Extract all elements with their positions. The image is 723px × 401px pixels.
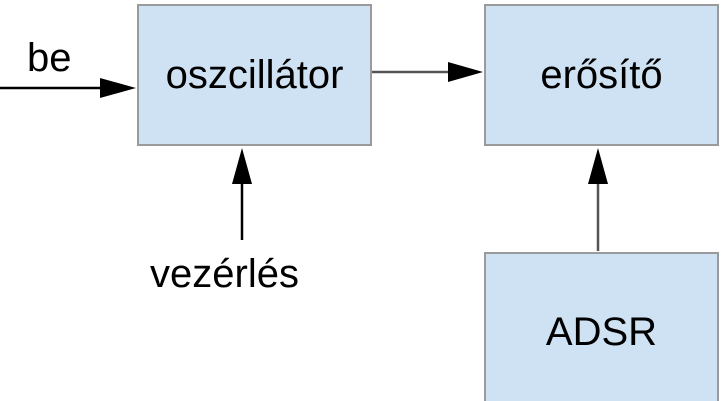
adsr-label: ADSR (545, 310, 658, 354)
adsr-block: ADSR (484, 252, 719, 401)
control-label: vezérlés (150, 252, 299, 296)
oscillator-label: oszcillátor (165, 53, 344, 97)
input-label: be (27, 36, 72, 80)
arrow-oscillator-to-amplifier (372, 62, 483, 82)
arrow-adsr-to-amplifier (588, 148, 608, 251)
arrow-control-to-oscillator (232, 148, 252, 240)
amplifier-label: erősítő (540, 53, 663, 97)
oscillator-block: oszcillátor (137, 4, 372, 146)
amplifier-block: erősítő (484, 4, 719, 146)
arrow-input-to-oscillator (0, 78, 136, 98)
